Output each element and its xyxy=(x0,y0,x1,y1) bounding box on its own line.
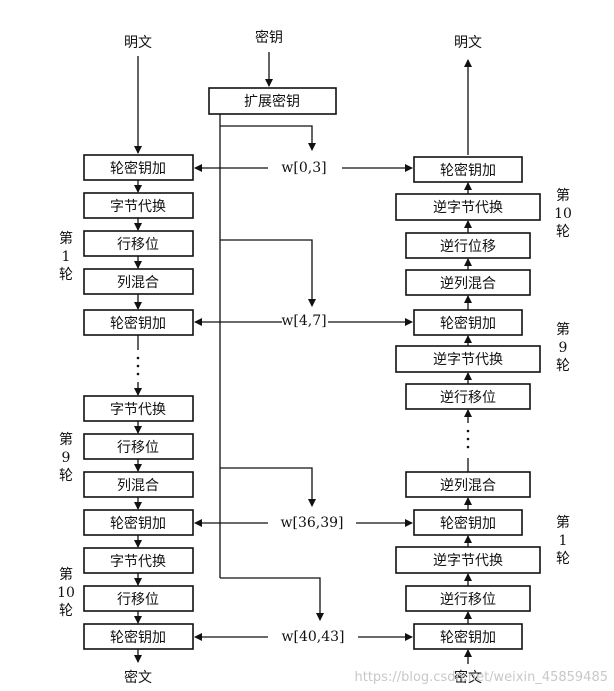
svg-text:第: 第 xyxy=(59,566,73,583)
key-expansion-label: 扩展密钥 xyxy=(244,93,300,110)
svg-text:9: 9 xyxy=(62,450,71,466)
enc-label-3: 列混合 xyxy=(117,275,159,291)
enc-label-2: 行移位 xyxy=(117,237,159,253)
round-label-left-9: 第 9 轮 xyxy=(59,431,73,484)
svg-text:9: 9 xyxy=(559,340,568,356)
enc-label-1: 字节代换 xyxy=(110,198,166,215)
key-label: 密钥 xyxy=(255,29,283,46)
svg-text:第: 第 xyxy=(556,514,570,531)
dec-label-8: 轮密钥加 xyxy=(440,515,496,532)
enc-box-11: 轮密钥加 xyxy=(83,623,194,650)
svg-text:1: 1 xyxy=(559,533,568,549)
enc-label-11: 轮密钥加 xyxy=(110,629,166,646)
dec-label-2: 逆行位移 xyxy=(440,239,496,255)
dec-box-7: 逆列混合 xyxy=(405,471,531,498)
dec-box-1: 逆字节代换 xyxy=(395,193,541,221)
dec-label-4: 轮密钥加 xyxy=(440,315,496,332)
dec-label-5: 逆字节代换 xyxy=(433,351,503,368)
round-key-label-1: w[4,7] xyxy=(281,313,326,329)
svg-text:10: 10 xyxy=(554,206,572,222)
enc-label-9: 字节代换 xyxy=(110,553,166,570)
round-label-right-1: 第 1 轮 xyxy=(556,514,570,567)
svg-text:10: 10 xyxy=(57,585,75,601)
svg-text:轮: 轮 xyxy=(59,468,73,484)
enc-box-8: 轮密钥加 xyxy=(83,509,194,536)
svg-text:轮: 轮 xyxy=(556,551,570,567)
dec-box-5: 逆字节代换 xyxy=(395,345,541,373)
svg-text:第: 第 xyxy=(556,187,570,204)
svg-text:轮: 轮 xyxy=(556,358,570,374)
dec-box-9: 逆字节代换 xyxy=(395,546,541,574)
watermark-text: https://blog.csdn.net/weixin_45859485 xyxy=(354,670,608,685)
enc-box-10: 行移位 xyxy=(83,585,194,612)
enc-box-0: 轮密钥加 xyxy=(83,154,194,181)
dec-box-8: 轮密钥加 xyxy=(413,509,523,536)
ciphertext-label-right: 密文 xyxy=(454,669,482,686)
enc-label-7: 列混合 xyxy=(117,478,159,494)
enc-box-2: 行移位 xyxy=(83,230,194,257)
round-key-label-2: w[36,39] xyxy=(281,515,344,531)
ciphertext-label-left: 密文 xyxy=(124,669,152,686)
dec-label-11: 轮密钥加 xyxy=(440,629,496,646)
enc-label-6: 行移位 xyxy=(117,440,159,456)
dec-label-0: 轮密钥加 xyxy=(440,162,496,179)
round-label-right-10: 第 10 轮 xyxy=(554,187,572,240)
enc-label-5: 字节代换 xyxy=(110,401,166,418)
round-label-left-10: 第 10 轮 xyxy=(57,566,75,619)
round-label-right-9: 第 9 轮 xyxy=(556,321,570,374)
enc-box-7: 列混合 xyxy=(83,471,194,498)
svg-text:第: 第 xyxy=(59,230,73,247)
svg-text:轮: 轮 xyxy=(59,267,73,283)
key-expansion-box: 扩展密钥 xyxy=(208,87,337,115)
svg-text:轮: 轮 xyxy=(59,603,73,619)
round-label-left-1: 第 1 轮 xyxy=(59,230,73,283)
enc-box-6: 行移位 xyxy=(83,433,194,460)
enc-label-10: 行移位 xyxy=(117,592,159,608)
key-schedule-lines xyxy=(219,114,324,621)
enc-label-8: 轮密钥加 xyxy=(110,515,166,532)
plaintext-label-right: 明文 xyxy=(454,35,482,51)
enc-box-4: 轮密钥加 xyxy=(83,309,194,336)
dec-ellipsis xyxy=(466,429,470,449)
enc-label-4: 轮密钥加 xyxy=(110,315,166,332)
dec-box-4: 轮密钥加 xyxy=(413,309,523,336)
svg-text:1: 1 xyxy=(62,249,71,265)
dec-box-2: 逆行位移 xyxy=(405,232,531,259)
dec-label-7: 逆列混合 xyxy=(440,478,496,494)
svg-text:第: 第 xyxy=(556,321,570,338)
enc-label-0: 轮密钥加 xyxy=(110,160,166,177)
dec-label-6: 逆行移位 xyxy=(440,390,496,406)
enc-box-9: 字节代换 xyxy=(83,547,194,574)
dec-label-9: 逆字节代换 xyxy=(433,552,503,569)
enc-box-1: 字节代换 xyxy=(83,192,194,219)
dec-box-0: 轮密钥加 xyxy=(413,156,523,183)
round-key-label-3: w[40,43] xyxy=(282,629,345,645)
dec-box-6: 逆行移位 xyxy=(405,383,531,410)
dec-box-11: 轮密钥加 xyxy=(413,623,523,650)
enc-box-3: 列混合 xyxy=(83,268,194,295)
dec-label-1: 逆字节代换 xyxy=(433,199,503,216)
enc-ellipsis xyxy=(136,356,140,376)
dec-label-3: 逆列混合 xyxy=(440,276,496,292)
dec-box-3: 逆列混合 xyxy=(405,269,531,296)
svg-text:轮: 轮 xyxy=(556,224,570,240)
dec-box-10: 逆行移位 xyxy=(405,585,531,612)
round-key-label-0: w[0,3] xyxy=(281,160,326,176)
dec-label-10: 逆行移位 xyxy=(440,592,496,608)
svg-text:第: 第 xyxy=(59,431,73,448)
round-key-arrows xyxy=(194,164,413,641)
plaintext-label-left: 明文 xyxy=(124,35,152,51)
enc-box-5: 字节代换 xyxy=(83,395,194,422)
